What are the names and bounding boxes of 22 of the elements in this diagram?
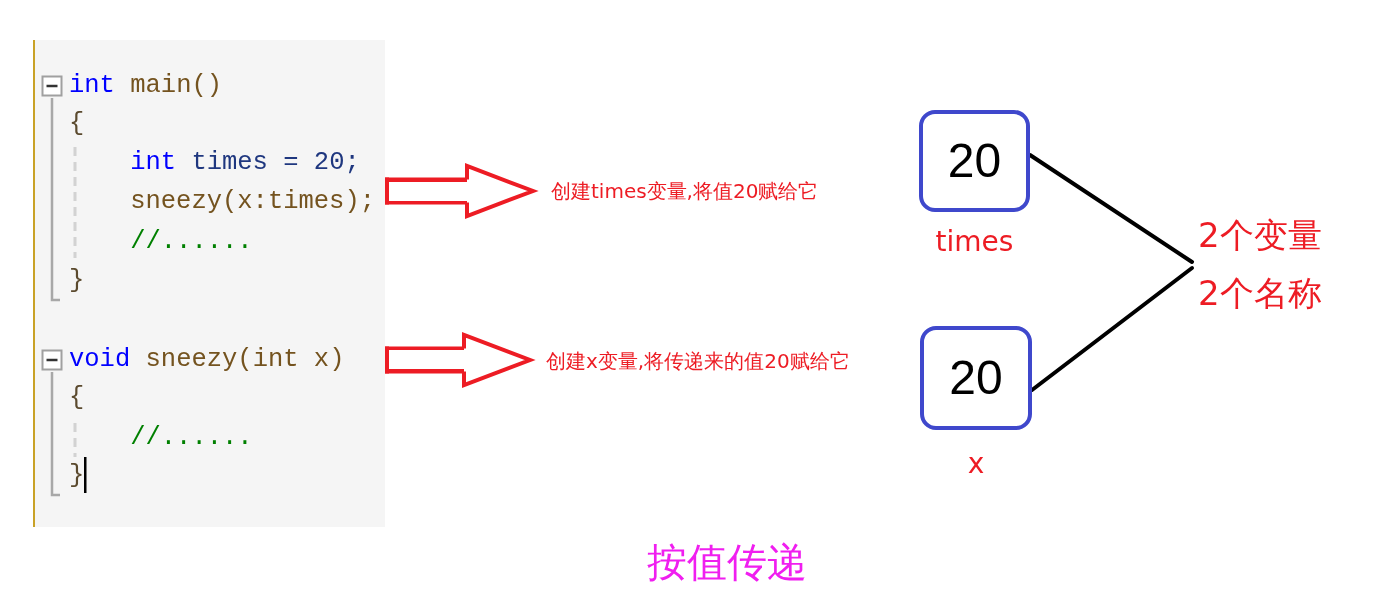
code-line: int times = 20;: [130, 147, 360, 179]
code-line: //......: [130, 226, 253, 258]
code-line: {: [69, 382, 85, 414]
code-line: }: [69, 265, 85, 297]
code-line: int main(): [69, 70, 223, 102]
caption-text: 按值传递: [647, 538, 807, 587]
code-line: }: [69, 460, 85, 492]
code-line: void sneezy(int x): [69, 344, 345, 376]
note-text: 2个名称: [1198, 272, 1322, 315]
connector-line: [1030, 266, 1194, 392]
connector-line: [1028, 153, 1194, 264]
code-line: sneezy(x:times);: [130, 186, 376, 218]
code-line: //......: [130, 422, 253, 454]
note-text: 2个变量: [1198, 214, 1322, 257]
variable-name-label: times: [935, 224, 1014, 260]
code-line: {: [69, 108, 85, 140]
annotation-text: 创建x变量,将传递来的值20赋给它: [535, 346, 850, 376]
value-number: 20: [949, 350, 1003, 406]
code-editor-panel: [33, 40, 385, 527]
annotation-text: 创建times变量,将值20赋给它: [538, 176, 819, 206]
value-number: 20: [947, 133, 1002, 189]
variable-name-label: x: [967, 446, 985, 482]
